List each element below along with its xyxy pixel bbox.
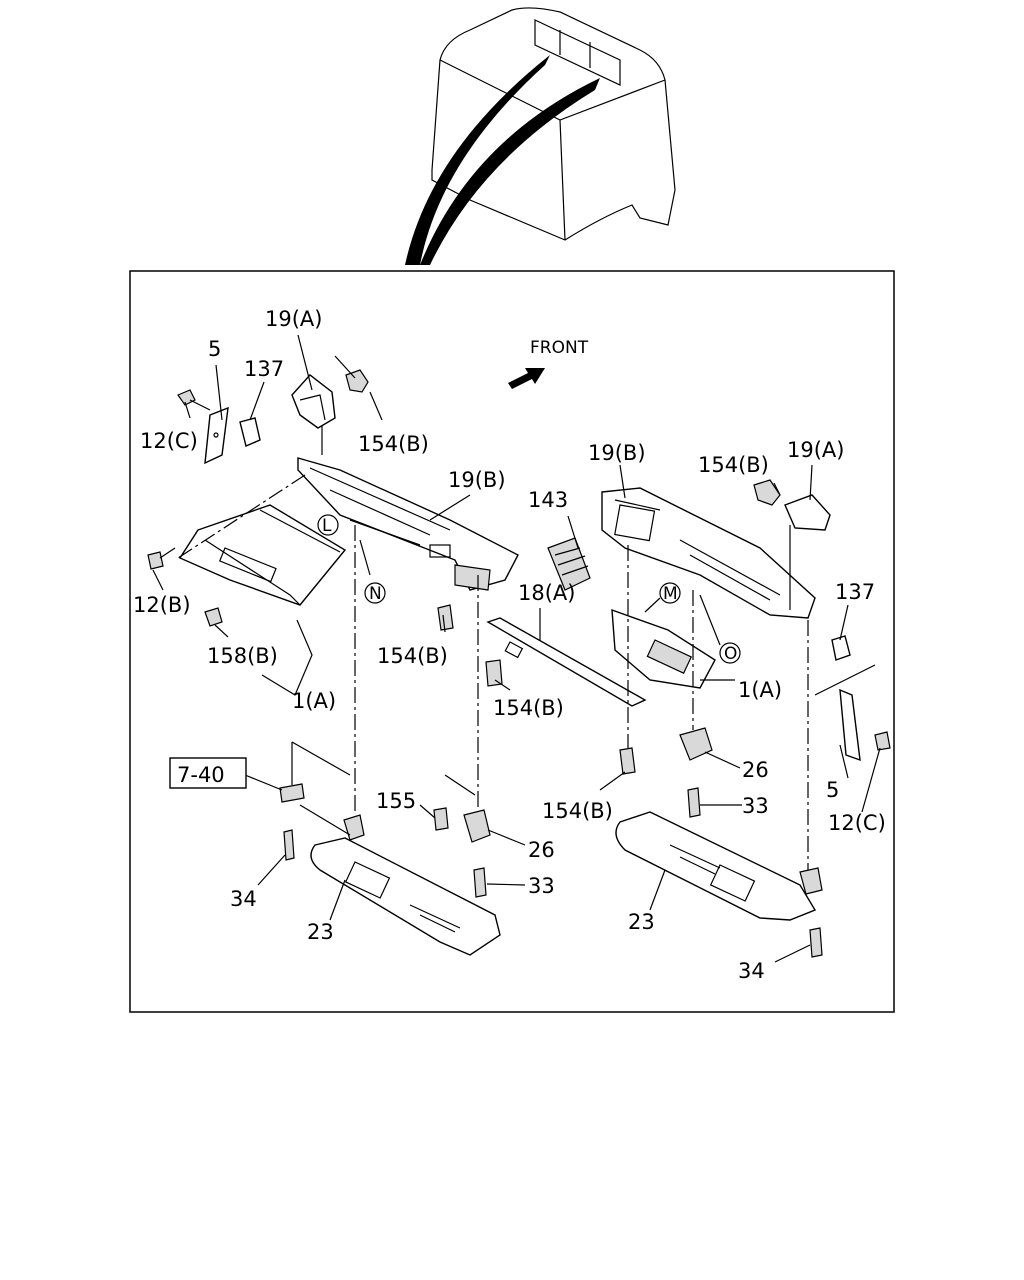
leader-lines bbox=[152, 334, 881, 963]
circle-ref-n: N bbox=[369, 584, 382, 604]
label-154b-top: 154(B) bbox=[358, 432, 429, 456]
label-23-right: 23 bbox=[628, 910, 655, 934]
label-155: 155 bbox=[376, 789, 416, 813]
circle-ref-o: O bbox=[724, 644, 737, 664]
front-arrow-icon bbox=[508, 368, 545, 389]
label-5-left: 5 bbox=[208, 337, 221, 361]
label-5-right: 5 bbox=[826, 778, 839, 802]
circle-ref-m: M bbox=[663, 584, 678, 604]
label-12c-right: 12(C) bbox=[828, 811, 886, 835]
label-137-right: 137 bbox=[835, 580, 875, 604]
label-12c-left: 12(C) bbox=[140, 429, 198, 453]
ref-box-7-40[interactable]: 7-40 bbox=[169, 757, 247, 789]
bottom-mats bbox=[279, 741, 823, 958]
label-154b-right: 154(B) bbox=[698, 453, 769, 477]
label-19b-mid: 19(B) bbox=[448, 468, 506, 492]
label-154b-mid: 154(B) bbox=[377, 644, 448, 668]
label-33-right: 33 bbox=[742, 794, 769, 818]
label-26-right: 26 bbox=[742, 758, 769, 782]
center-rail-parts bbox=[485, 537, 647, 707]
label-34-left: 34 bbox=[230, 887, 257, 911]
left-console-parts bbox=[147, 369, 519, 815]
label-1a-left: 1(A) bbox=[292, 689, 336, 713]
label-26-left: 26 bbox=[528, 838, 555, 862]
label-154b-lower: 154(B) bbox=[493, 696, 564, 720]
part-labels: 19(A) 5 137 154(B) 12(C) 19(B) 12(B) 158… bbox=[133, 307, 886, 983]
label-154b-bottom: 154(B) bbox=[542, 799, 613, 823]
label-12b: 12(B) bbox=[133, 593, 191, 617]
label-19a-right: 19(A) bbox=[787, 438, 844, 462]
cab-locator-sketch bbox=[405, 7, 676, 265]
label-1a-right: 1(A) bbox=[738, 678, 782, 702]
label-23-left: 23 bbox=[307, 920, 334, 944]
circled-refs: L N M O bbox=[317, 514, 741, 664]
label-19a-top: 19(A) bbox=[265, 307, 322, 331]
label-34-right: 34 bbox=[738, 959, 765, 983]
label-7-40: 7-40 bbox=[177, 763, 225, 787]
label-143: 143 bbox=[528, 488, 568, 512]
diagram-frame bbox=[129, 270, 895, 1013]
right-console-parts bbox=[601, 479, 891, 875]
circle-ref-l: L bbox=[322, 516, 332, 536]
front-label: FRONT bbox=[530, 338, 589, 358]
label-158b: 158(B) bbox=[207, 644, 278, 668]
label-19b-right: 19(B) bbox=[588, 441, 646, 465]
label-33-left: 33 bbox=[528, 874, 555, 898]
label-137-left: 137 bbox=[244, 357, 284, 381]
label-18a: 18(A) bbox=[518, 581, 575, 605]
